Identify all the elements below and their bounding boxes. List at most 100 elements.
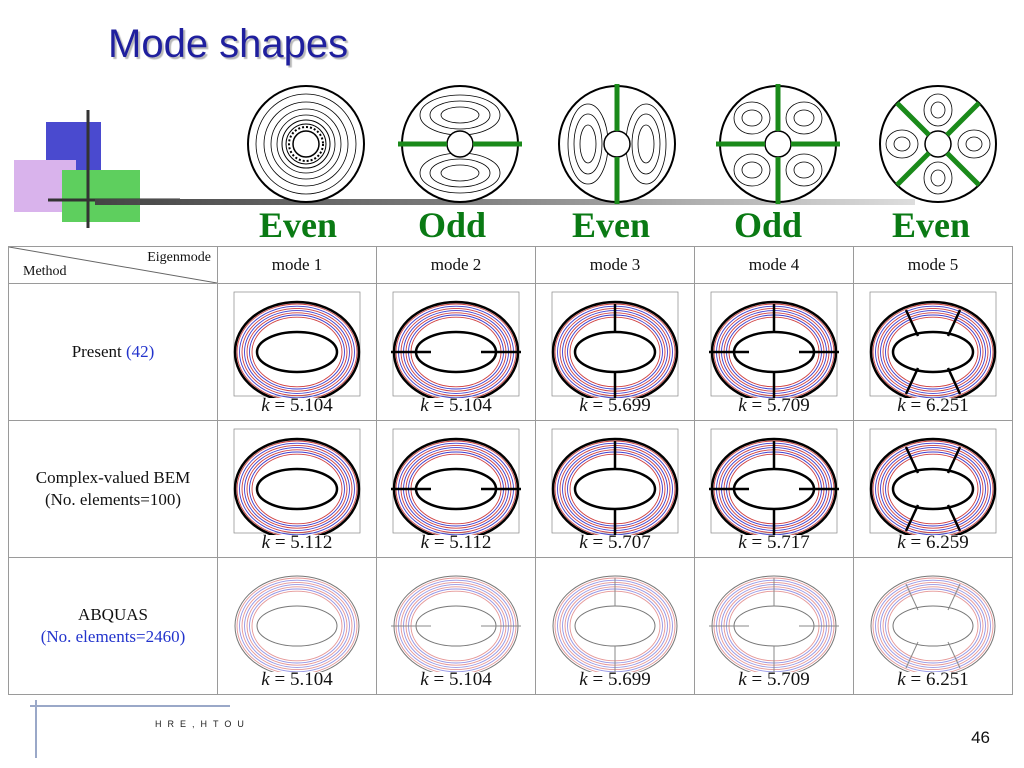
k-value: = 5.104 (433, 669, 492, 690)
mode-cell: k = 5.104 (376, 557, 536, 695)
wavenumber-value: k = 5.699 (536, 395, 694, 417)
table-row: Complex-valued BEM (No. elements=100) k … (8, 420, 1013, 558)
mode-shape-plot (551, 291, 679, 398)
mode-shape-plot (551, 428, 679, 535)
k-symbol: k (579, 395, 588, 416)
mode-shape-plot (391, 575, 521, 672)
method-name: Present (71, 342, 122, 361)
k-symbol: k (261, 669, 270, 690)
table-header-row: Eigenmode Method mode 1 mode 2 mode 3 mo… (8, 246, 1013, 284)
wavenumber-value: k = 5.707 (536, 532, 694, 554)
mode-header: mode 5 (853, 246, 1013, 284)
parity-label-mode-2: Odd (417, 205, 487, 245)
method-name: Complex-valued BEM (35, 468, 191, 487)
method-detail: (No. elements=100) (44, 490, 182, 509)
mode-shape-plot (709, 291, 839, 398)
k-value: = 5.699 (592, 669, 651, 690)
k-symbol: k (420, 532, 430, 553)
k-symbol: k (579, 532, 588, 553)
k-symbol: k (738, 669, 747, 690)
parity-label-mode-1: Even (258, 205, 337, 245)
mode-header: mode 2 (376, 246, 536, 284)
wavenumber-value: k = 5.112 (218, 532, 376, 554)
disk-mode-2 (558, 84, 676, 204)
mode-cell: k = 5.104 (217, 557, 377, 695)
wavenumber-value: k = 6.259 (854, 532, 1012, 554)
mode-header: mode 3 (535, 246, 695, 284)
mode-cell: k = 5.707 (535, 420, 695, 558)
footer-text: HRE,HTOU (155, 719, 250, 729)
k-value: = 5.699 (592, 395, 651, 416)
mode-cell: k = 5.717 (694, 420, 854, 558)
k-value: = 5.104 (274, 669, 333, 690)
wavenumber-value: k = 5.104 (218, 395, 376, 417)
wavenumber-value: k = 5.717 (695, 532, 853, 554)
k-symbol: k (738, 395, 747, 416)
decorative-squares (14, 110, 180, 228)
mode-shape-plot (709, 428, 839, 535)
k-symbol: k (738, 532, 747, 553)
k-symbol: k (897, 395, 906, 416)
wavenumber-value: k = 6.251 (854, 395, 1012, 417)
k-value: = 6.259 (910, 532, 969, 553)
k-value: = 5.104 (433, 395, 492, 416)
mode-cell: k = 6.251 (853, 557, 1013, 695)
k-symbol: k (261, 395, 270, 416)
mode-cell: k = 5.112 (217, 420, 377, 558)
parity-label-mode-5: Even (891, 205, 970, 245)
k-value: = 5.709 (751, 395, 810, 416)
k-value: = 5.112 (274, 532, 333, 553)
k-value: = 5.717 (751, 532, 810, 553)
mode-cell: k = 6.251 (853, 283, 1013, 421)
mode-shape-plot (552, 575, 678, 672)
disk-mode-3 (716, 84, 840, 204)
disk-mode-1 (398, 85, 522, 203)
mode-shape-plot (869, 291, 997, 398)
method-cell: Present (42) (8, 283, 218, 421)
k-value: = 5.104 (274, 395, 333, 416)
k-symbol: k (897, 532, 906, 553)
method-cell: Complex-valued BEM (No. elements=100) (8, 420, 218, 558)
k-value: = 5.707 (592, 532, 651, 553)
k-symbol: k (897, 669, 906, 690)
k-symbol: k (420, 669, 429, 690)
k-symbol: k (420, 395, 429, 416)
wavenumber-value: k = 5.112 (377, 532, 535, 554)
k-symbol: k (579, 669, 588, 690)
parity-label-mode-4: Odd (733, 205, 803, 245)
mode-shape-plot (870, 575, 996, 672)
k-value: = 5.112 (433, 532, 492, 553)
k-symbol: k (261, 532, 271, 553)
mode-shape-plot (391, 291, 521, 398)
mode-cell: k = 5.104 (376, 283, 536, 421)
mode-shape-plot (233, 291, 361, 398)
mode-cell: k = 6.259 (853, 420, 1013, 558)
mode-header: mode 1 (217, 246, 377, 284)
mode-cell: k = 5.699 (535, 283, 695, 421)
parity-label-mode-3: Even (571, 205, 650, 245)
k-value: = 6.251 (910, 669, 969, 690)
mode-cell: k = 5.699 (535, 557, 695, 695)
k-value: = 6.251 (910, 395, 969, 416)
mode-shape-plot (234, 575, 360, 672)
footer-ornament (30, 700, 230, 758)
mode-cell: k = 5.112 (376, 420, 536, 558)
mode-shape-plot (709, 575, 839, 672)
method-name: ABQUAS (78, 605, 148, 624)
wavenumber-value: k = 5.104 (377, 669, 535, 691)
wavenumber-value: k = 5.104 (377, 395, 535, 417)
wavenumber-value: k = 5.699 (536, 669, 694, 691)
mode-shape-plot (391, 428, 521, 535)
wavenumber-value: k = 6.251 (854, 669, 1012, 691)
wavenumber-value: k = 5.104 (218, 669, 376, 691)
mode-cell: k = 5.709 (694, 283, 854, 421)
slide-title: Mode shapes (108, 22, 349, 66)
wavenumber-value: k = 5.709 (695, 669, 853, 691)
eigenmode-label: Eigenmode (147, 250, 211, 265)
mode-shape-plot (869, 428, 997, 535)
method-reference: (42) (125, 342, 155, 361)
mode-cell: k = 5.104 (217, 283, 377, 421)
mode-header: mode 4 (694, 246, 854, 284)
method-cell: ABQUAS (No. elements=2460) (8, 557, 218, 695)
